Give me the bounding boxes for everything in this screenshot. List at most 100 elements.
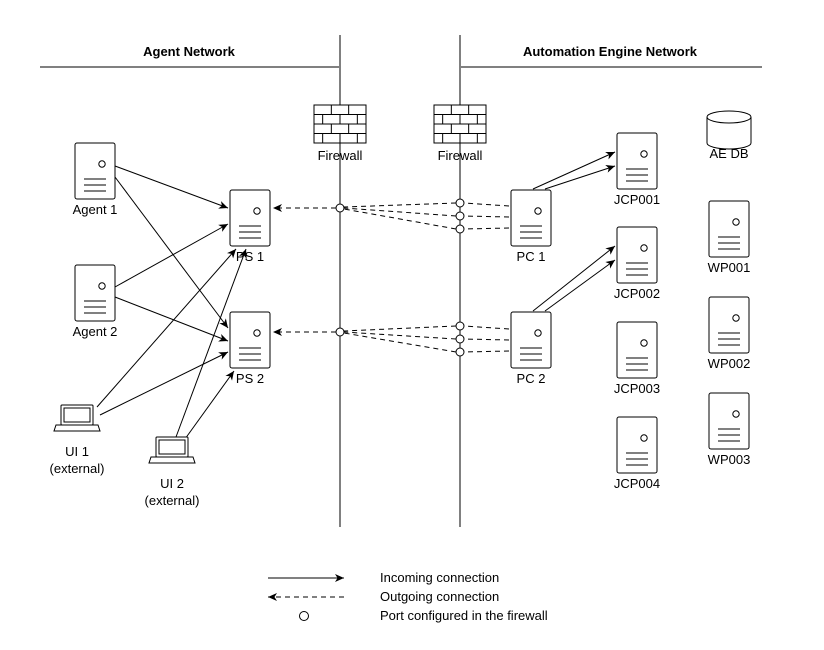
zone-title-automation-engine-network: Automation Engine Network	[523, 44, 698, 59]
node-sublabel-ui-1: (external)	[50, 461, 105, 476]
node-agent-2: Agent 2	[73, 264, 118, 339]
firewall-port-circle	[455, 211, 465, 221]
legend-item-incoming: Incoming connection	[268, 570, 499, 585]
node-label-ui-1: UI 1	[65, 444, 89, 459]
node-pc-1: PC 1	[510, 189, 552, 264]
server-led-icon	[534, 329, 542, 337]
connection-pc2-jcp002-a	[532, 245, 616, 312]
legend-port-circle-icon	[299, 611, 309, 621]
connection-agent2-ps2	[114, 296, 229, 342]
firewall-port-circle	[455, 321, 465, 331]
database-top-icon	[706, 110, 752, 124]
connection-fw2-fw1-row1-mid	[343, 207, 457, 217]
node-label-agent-2: Agent 2	[73, 324, 118, 339]
zone-agent-network: Agent Network	[40, 44, 339, 68]
laptop-screen-icon	[158, 439, 186, 455]
laptop-base-icon	[148, 456, 196, 464]
firewall-port-circle	[455, 334, 465, 344]
server-led-icon	[98, 282, 106, 290]
node-jcp003: JCP003	[614, 321, 660, 396]
legend-label-outgoing: Outgoing connection	[380, 589, 499, 604]
firewall-port-circle	[455, 224, 465, 234]
connection-pc2-jcp002-b	[544, 259, 616, 312]
firewall-port-circle	[335, 203, 345, 213]
node-label-wp002: WP002	[708, 356, 751, 371]
connection-agent2-ps1	[114, 223, 229, 288]
server-led-icon	[253, 207, 261, 215]
legend-label-incoming: Incoming connection	[380, 570, 499, 585]
server-led-icon	[640, 434, 648, 442]
firewall-port-circle	[335, 327, 345, 337]
firewall-port-circle	[455, 347, 465, 357]
node-label-agent-1: Agent 1	[73, 202, 118, 217]
firewall-label: Firewall	[438, 148, 483, 163]
connection-fw2-fw1-row2-bot	[343, 332, 457, 353]
node-label-pc-1: PC 1	[517, 249, 546, 264]
connection-pc1-jcp001-b	[544, 164, 616, 190]
node-label-jcp001: JCP001	[614, 192, 660, 207]
node-ps-2: PS 2	[229, 311, 271, 386]
firewall-1: Firewall	[313, 104, 367, 163]
node-label-ps-2: PS 2	[236, 371, 264, 386]
node-ae-db: AE DB	[706, 110, 752, 161]
node-label-ps-1: PS 1	[236, 249, 264, 264]
firewall-label: Firewall	[318, 148, 363, 163]
connection-ui2-ps1	[175, 248, 247, 438]
node-label-jcp002: JCP002	[614, 286, 660, 301]
node-ui-2: UI 2 (external)	[145, 436, 200, 508]
legend-label-port: Port configured in the firewall	[380, 608, 548, 623]
node-label-ui-2: UI 2	[160, 476, 184, 491]
connection-pc1-fw2-mid	[463, 215, 510, 218]
server-led-icon	[732, 410, 740, 418]
node-jcp002: JCP002	[614, 226, 660, 301]
connection-fw2-fw1-row1-top	[343, 202, 457, 208]
node-label-pc-2: PC 2	[517, 371, 546, 386]
node-jcp004: JCP004	[614, 416, 660, 491]
connection-ui1-ps2	[99, 351, 229, 416]
legend-item-outgoing: Outgoing connection	[268, 589, 499, 604]
server-led-icon	[253, 329, 261, 337]
node-wp002: WP002	[708, 296, 751, 371]
connection-pc1-jcp001-a	[532, 151, 616, 190]
node-label-jcp004: JCP004	[614, 476, 660, 491]
node-wp001: WP001	[708, 200, 751, 275]
node-jcp001: JCP001	[614, 132, 660, 207]
connection-ui1-ps1	[96, 248, 237, 408]
firewall-port-circle	[455, 198, 465, 208]
database-body-icon	[706, 117, 752, 150]
connection-fw2-fw1-row2-top	[343, 325, 457, 332]
connection-pc1-fw2-bot	[463, 227, 510, 230]
server-led-icon	[640, 244, 648, 252]
server-led-icon	[534, 207, 542, 215]
connection-pc2-fw2-mid	[463, 338, 510, 341]
node-sublabel-ui-2: (external)	[145, 493, 200, 508]
server-led-icon	[732, 218, 740, 226]
connection-ui2-ps2	[184, 370, 235, 440]
server-led-icon	[732, 314, 740, 322]
server-led-icon	[640, 339, 648, 347]
connection-fw2-fw1-row1-bot	[343, 208, 457, 230]
node-label-wp001: WP001	[708, 260, 751, 275]
server-led-icon	[640, 150, 648, 158]
connection-agent1-ps1	[114, 165, 229, 209]
zone-title-agent-network: Agent Network	[143, 44, 236, 59]
node-ui-1: UI 1 (external)	[50, 404, 105, 476]
server-led-icon	[98, 160, 106, 168]
node-wp003: WP003	[708, 392, 751, 467]
connection-pc2-fw2-top	[463, 325, 510, 330]
connection-fw2-fw1-row2-mid	[343, 331, 457, 340]
node-label-wp003: WP003	[708, 452, 751, 467]
laptop-base-icon	[53, 424, 101, 432]
legend-item-port: Port configured in the firewall	[299, 608, 548, 623]
firewall-2: Firewall	[433, 104, 487, 163]
node-label-jcp003: JCP003	[614, 381, 660, 396]
node-agent-1: Agent 1	[73, 142, 118, 217]
connection-agent1-ps2	[114, 176, 229, 329]
connection-pc1-fw2-top	[463, 202, 510, 207]
connection-pc2-fw2-bot	[463, 350, 510, 353]
node-ps-1: PS 1	[229, 189, 271, 264]
node-label-ae-db: AE DB	[709, 146, 748, 161]
